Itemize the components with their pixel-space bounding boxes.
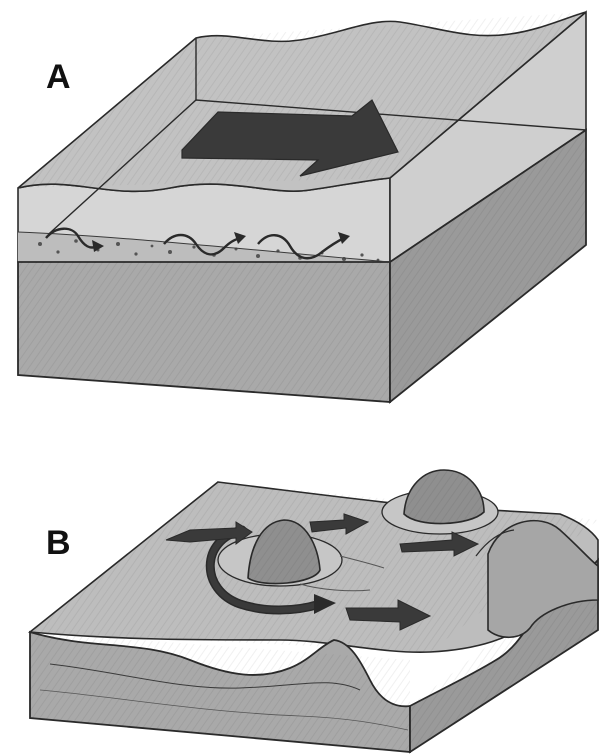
panel-b-block (30, 470, 598, 752)
panel-a-block (18, 12, 586, 402)
panel-a-label: A (46, 60, 71, 94)
panel-b-label: B (46, 526, 71, 560)
